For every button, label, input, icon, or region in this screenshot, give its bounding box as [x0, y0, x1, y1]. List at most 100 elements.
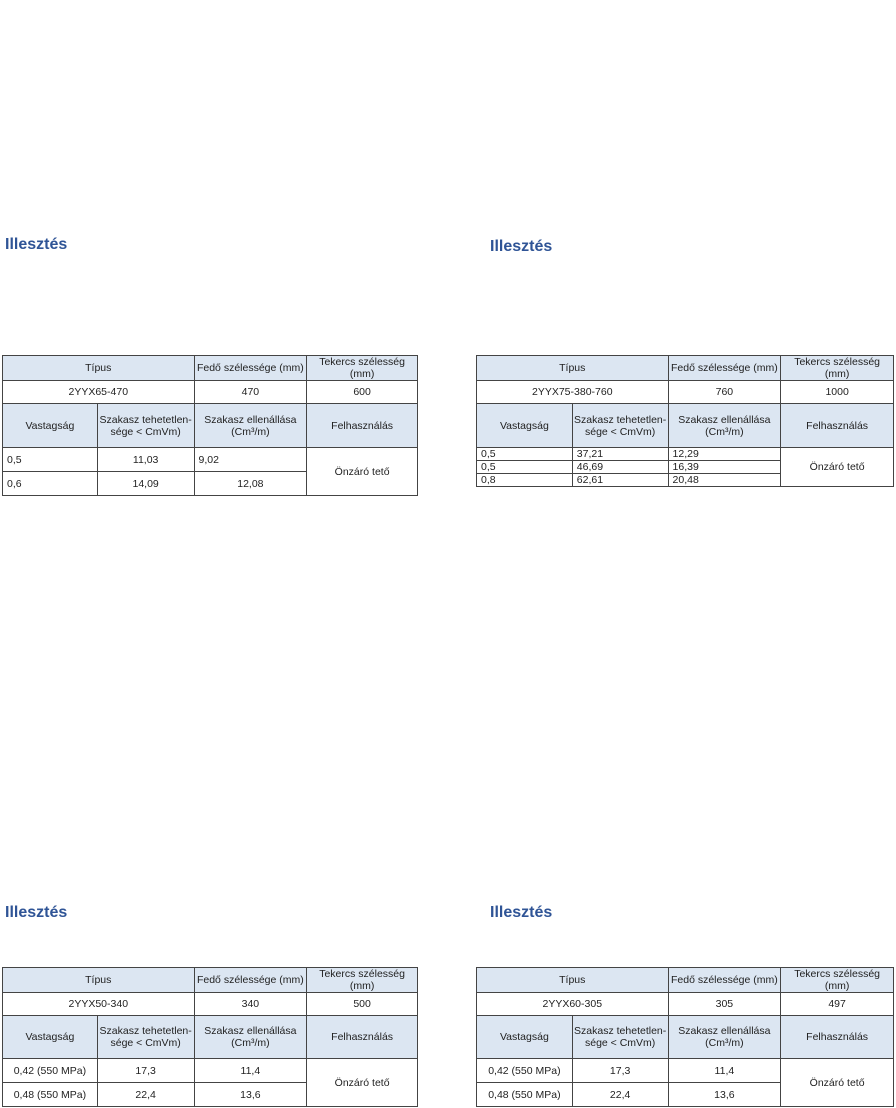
- cell-coil-width: 1000: [780, 380, 894, 404]
- header-resistance: Szakasz ellenállása(Cm³/m): [193, 1015, 308, 1059]
- cell-cover-width: 340: [193, 992, 308, 1016]
- dim-width: 760: [692, 214, 707, 224]
- cell-inertia: 22,4: [571, 1082, 669, 1107]
- cell-cover-width: 760: [667, 380, 782, 404]
- cell-resistance: 11,4: [193, 1058, 308, 1083]
- dim-valley: 104: [200, 879, 215, 889]
- cell-resistance: 9,02: [193, 447, 308, 472]
- header-usage: Felhasználás: [306, 403, 418, 448]
- cell-thickness: 0,6: [2, 471, 98, 496]
- cell-resistance: 20,48: [667, 473, 782, 487]
- label-fixing-supporter: Fixing supporter: [246, 275, 307, 285]
- dim-half-right: 170: [251, 799, 266, 809]
- cell-inertia: 11,03: [96, 447, 195, 472]
- section-heading-illesztes: Illesztés: [490, 238, 553, 255]
- cell-type: 2YYX65-470: [2, 380, 195, 404]
- header-coil-width: Tekercs szélesség (mm): [306, 967, 418, 993]
- dim-height-left: 64: [12, 149, 22, 159]
- cell-thickness: 0,5: [476, 460, 573, 474]
- dim-seam: 24,85: [586, 819, 596, 842]
- dim-pan-3: 86: [793, 862, 803, 872]
- dim-half-left: 170: [151, 799, 166, 809]
- cell-coil-width: 497: [780, 992, 894, 1016]
- dim-width: 340: [201, 775, 216, 785]
- cell-resistance: 13,6: [667, 1082, 782, 1107]
- header-coil-width: Tekercs szélesség (mm): [780, 355, 894, 381]
- label-fixing-supporter: Fixing supporter: [636, 280, 697, 290]
- cell-thickness: 0,42 (550 MPa): [2, 1058, 98, 1083]
- spec-table: Típus Fedő szélessége (mm) Tekercs széle…: [476, 355, 894, 487]
- cell-usage: Önzáró tető: [780, 447, 894, 487]
- header-thickness: Vastagság: [476, 1015, 573, 1059]
- cell-inertia: 62,61: [571, 473, 669, 487]
- dim-lip-right: 15: [839, 786, 849, 796]
- dim-width: 325,46: [696, 763, 724, 773]
- cell-inertia: 37,21: [571, 447, 669, 461]
- cell-inertia: 17,3: [96, 1058, 195, 1083]
- cell-thickness: 0,48 (550 MPa): [2, 1082, 98, 1107]
- dim-valley: 140: [696, 192, 711, 202]
- cell-thickness: 0,8: [476, 473, 573, 487]
- dim-height: 50,5: [238, 842, 248, 860]
- cell-thickness: 0,5: [476, 447, 573, 461]
- header-coil-width: Tekercs szélesség (mm): [306, 355, 418, 381]
- cell-resistance: 16,39: [667, 460, 782, 474]
- cell-coil-width: 600: [306, 380, 418, 404]
- dim-seam-right-2: 18,8: [822, 805, 832, 823]
- header-coil-width: Tekercs szélesség (mm): [780, 967, 894, 993]
- cell-cover-width: 305: [667, 992, 782, 1016]
- dim-angle: 135°: [735, 840, 754, 850]
- cell-cover-width: 470: [193, 380, 308, 404]
- dim-rib-top: 33: [204, 815, 214, 825]
- dim-seam-right-1: 25,5: [812, 813, 822, 831]
- header-cover-width: Fedő szélessége (mm): [193, 355, 308, 381]
- dim-pitch: 380: [598, 109, 613, 119]
- header-resistance: Szakasz ellenállása(Cm³/m): [193, 403, 308, 448]
- cell-resistance: 12,08: [193, 471, 308, 496]
- spec-table: Típus Fedő szélessége (mm) Tekercs széle…: [2, 967, 418, 1107]
- section-heading-illesztes: Illesztés: [490, 904, 553, 921]
- header-inertia: Szakasz tehetetlen-sége < CmVm): [96, 1015, 195, 1059]
- cell-type: 2YYX50-340: [2, 992, 195, 1016]
- spec-table: Típus Fedő szélessége (mm) Tekercs széle…: [476, 967, 894, 1107]
- cell-thickness: 0,5: [2, 447, 98, 472]
- cell-type: 2YYX75-380-760: [476, 380, 669, 404]
- header-type: Típus: [476, 967, 669, 993]
- header-type: Típus: [2, 355, 195, 381]
- cell-usage: Önzáró tető: [306, 447, 418, 496]
- dim-height: 60,4: [517, 826, 527, 844]
- header-thickness: Vastagság: [476, 403, 573, 448]
- cell-usage: Önzáró tető: [306, 1058, 418, 1107]
- dim-hook: 8: [550, 818, 555, 828]
- header-thickness: Vastagság: [2, 1015, 98, 1059]
- dim-rib: 19: [655, 866, 665, 876]
- header-thickness: Vastagság: [2, 403, 98, 448]
- cell-type: 2YYX60-305: [476, 992, 669, 1016]
- header-cover-width: Fedő szélessége (mm): [193, 967, 308, 993]
- header-inertia: Szakasz tehetetlen-sége < CmVm): [96, 403, 195, 448]
- dim-lip: 16,4: [561, 782, 579, 792]
- header-cover-width: Fedő szélessége (mm): [667, 967, 782, 993]
- cell-inertia: 14,09: [96, 471, 195, 496]
- section-heading-illesztes: Illesztés: [5, 236, 68, 253]
- label-fixing-supporter-2: Fixing supporter: [796, 270, 857, 280]
- cell-resistance: 13,6: [193, 1082, 308, 1107]
- header-usage: Felhasználás: [306, 1015, 418, 1059]
- cell-resistance: 12,29: [667, 447, 782, 461]
- spec-table: Típus Fedő szélessége (mm) Tekercs széle…: [2, 355, 418, 496]
- header-resistance: Szakasz ellenállása(Cm³/m): [667, 1015, 782, 1059]
- cell-thickness: 0,42 (550 MPa): [476, 1058, 573, 1083]
- label-self-lock: Self-lock: [536, 286, 569, 296]
- dim-width: 470: [198, 199, 213, 209]
- header-type: Típus: [2, 967, 195, 993]
- dim-pan-1: 86: [599, 862, 609, 872]
- header-inertia: Szakasz tehetetlen-sége < CmVm): [571, 1015, 669, 1059]
- cell-inertia: 46,69: [571, 460, 669, 474]
- cell-coil-width: 500: [306, 992, 418, 1016]
- header-type: Típus: [476, 355, 669, 381]
- label-self-lock: Self-lock: [112, 280, 145, 290]
- header-resistance: Szakasz ellenállása(Cm³/m): [667, 403, 782, 448]
- cell-inertia: 22,4: [96, 1082, 195, 1107]
- cell-inertia: 17,3: [571, 1058, 669, 1083]
- cell-resistance: 11,4: [667, 1058, 782, 1083]
